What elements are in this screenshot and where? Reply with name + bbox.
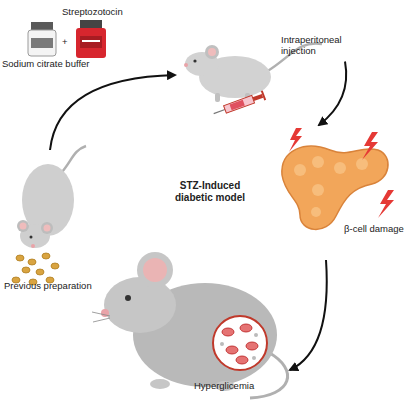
cycle-arrow	[290, 260, 327, 370]
art-shape	[137, 252, 173, 288]
reagent-label: Sodium citrate buffer	[2, 58, 94, 69]
art-shape	[76, 28, 106, 58]
art-shape	[378, 190, 394, 218]
art-shape	[184, 63, 188, 67]
stage-label: Hyperglicemia	[194, 380, 274, 391]
reagent-label: Streptozotocin	[62, 6, 142, 17]
art-shape	[294, 164, 306, 176]
art-shape	[82, 40, 100, 42]
art-shape	[31, 22, 53, 30]
art-shape	[51, 263, 59, 269]
diabetic-mouse	[92, 252, 288, 398]
reagent-label: +	[62, 36, 74, 47]
stage-label: β-cell damage	[344, 223, 404, 234]
stage-node: Previous preparation	[0, 150, 100, 300]
art-shape	[92, 312, 110, 316]
art-shape	[289, 128, 302, 152]
blood-vessel	[213, 316, 267, 370]
art-shape	[143, 258, 167, 282]
stz-bottle	[76, 20, 106, 58]
stage-label: Intraperitoneal injection	[281, 34, 345, 56]
stage-node: Hyperglicemia	[90, 250, 290, 400]
art-shape	[230, 100, 245, 110]
art-shape	[28, 259, 36, 265]
art-shape	[62, 146, 86, 172]
art-shape	[312, 184, 324, 196]
art-shape	[282, 146, 388, 229]
art-shape	[42, 253, 50, 259]
art-shape	[31, 38, 53, 48]
cycle-arrow	[50, 75, 175, 150]
art-shape	[125, 295, 131, 301]
diagram-title: STZ-Induced diabetic model	[168, 180, 252, 204]
art-shape	[31, 244, 35, 248]
art-shape	[220, 342, 224, 346]
stage-label: Previous preparation	[4, 280, 98, 291]
art-shape	[80, 36, 102, 48]
art-shape	[311, 207, 321, 217]
pancreas	[282, 146, 388, 229]
art-shape	[252, 356, 256, 360]
art-shape	[226, 346, 238, 354]
art-shape	[214, 109, 225, 113]
art-shape	[240, 324, 252, 332]
art-shape	[41, 222, 53, 234]
art-shape	[104, 277, 176, 333]
art-shape	[356, 158, 368, 170]
art-shape	[36, 269, 44, 275]
art-shape	[17, 220, 29, 232]
cycle-arrow	[319, 62, 346, 126]
stage-node: Intraperitoneal injection	[175, 30, 345, 120]
art-shape	[215, 93, 220, 102]
art-shape	[213, 316, 267, 370]
art-shape	[224, 95, 255, 113]
art-shape	[312, 156, 324, 168]
art-shape	[30, 236, 33, 239]
art-shape	[16, 255, 24, 261]
art-shape	[334, 162, 346, 174]
art-shape	[205, 45, 219, 59]
art-shape	[254, 333, 258, 337]
art-shape	[93, 318, 110, 322]
art-shape	[208, 48, 216, 56]
art-shape	[212, 90, 266, 118]
damage-bolts	[289, 128, 394, 218]
art-shape	[150, 379, 170, 389]
art-shape	[20, 223, 27, 230]
art-shape	[252, 94, 263, 101]
fed-mouse	[17, 146, 86, 248]
art-shape	[44, 225, 51, 232]
art-shape	[261, 90, 266, 100]
art-shape	[222, 328, 234, 336]
art-shape	[362, 132, 378, 160]
buffer-bottle	[28, 22, 56, 56]
art-shape	[193, 59, 196, 62]
art-shape	[236, 356, 248, 364]
art-shape	[22, 267, 30, 273]
art-shape	[246, 342, 258, 350]
art-shape	[80, 20, 102, 28]
art-shape	[28, 30, 56, 56]
stage-node: β-cell damage	[270, 125, 410, 260]
